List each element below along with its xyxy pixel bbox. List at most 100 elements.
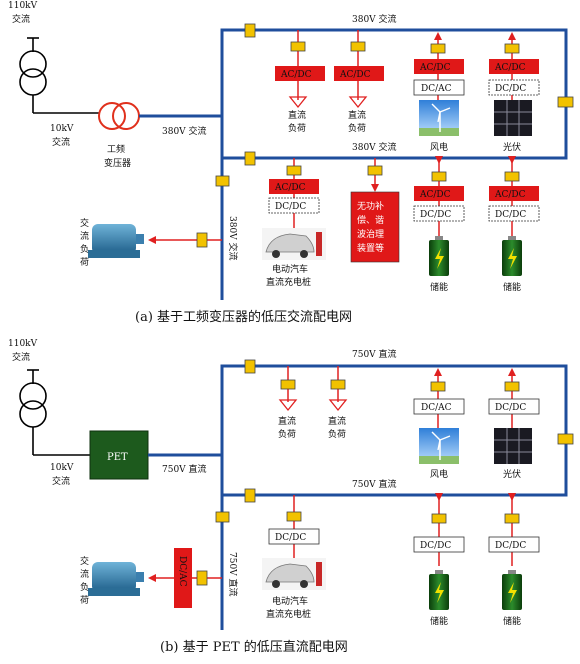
- caption-a: (a) 基于工频变压器的低压交流配电网: [135, 309, 352, 325]
- pet-label: PET: [107, 452, 128, 463]
- bus-top-label-b: 750V 直流: [352, 348, 397, 360]
- wind-label-b: 风电: [430, 468, 448, 480]
- dcdc-label-ev-b: DC/DC: [275, 533, 306, 543]
- wind-feeder-a: AC/DC DC/AC 风电: [413, 32, 465, 153]
- ac-bus-a: [220, 28, 568, 300]
- ev-charger-icon: [262, 228, 326, 260]
- dc-load-label-b1a: 直流: [278, 415, 296, 427]
- battery-icon: [502, 570, 522, 610]
- dcdc-label-st2-a: DC/DC: [495, 210, 526, 220]
- acdc-label-ev-a: AC/DC: [274, 183, 306, 193]
- ac-load-label-b-3: 负: [80, 581, 89, 593]
- acdc-label-1-a: AC/DC: [280, 70, 312, 80]
- solar-panel-icon: [494, 100, 532, 136]
- dc-load-label-b2a: 直流: [328, 415, 346, 427]
- pv-label-b: 光伏: [503, 468, 521, 480]
- src-kv-a-2: 交流: [12, 13, 30, 25]
- src-kv-b-1: 110kV: [8, 339, 38, 349]
- storage-feeder-2-b: DC/DC 储能: [488, 493, 540, 627]
- panel-b: 110kV 交流 10kV 交流 PET 750V 直流 750V 直流 750…: [8, 339, 574, 655]
- reactive-feeder-a: 无功补 偿、谐 波治理 装置等: [350, 158, 400, 263]
- acdc-label-st1-a: AC/DC: [419, 190, 451, 200]
- storage-label-1-b: 储能: [430, 615, 448, 627]
- ev-feeder-b: DC/DC 电动汽车 直流充电桩: [262, 495, 326, 620]
- acdc-label-st2-a: AC/DC: [494, 190, 526, 200]
- pet-box: PET: [89, 430, 149, 480]
- dc-load-label-2a: 直流: [348, 109, 366, 121]
- dcdc-label-pv-a: DC/DC: [495, 84, 526, 94]
- wind-feeder-b: DC/AC 风电: [413, 368, 465, 480]
- reactive-label-2: 偿、谐: [357, 214, 384, 226]
- ac-load-label-a-1: 交: [80, 217, 89, 229]
- ev-feeder-a: AC/DC DC/DC 电动汽车 直流充电桩: [262, 158, 326, 288]
- storage-feeder-2-a: AC/DC DC/DC 储能: [488, 156, 540, 293]
- dcdc-label-st2-b: DC/DC: [495, 541, 526, 551]
- line-frequency-transformer-icon: [98, 102, 140, 130]
- ev-label-b-1: 电动汽车: [272, 595, 308, 607]
- lv-kv-a-2: 交流: [52, 136, 70, 148]
- ac-load-b: DC/AC 交 流 负 荷: [80, 548, 222, 608]
- reactive-label-4: 装置等: [357, 242, 384, 254]
- wind-label-a: 风电: [430, 141, 448, 153]
- dcdc-label-pv-b: DC/DC: [495, 403, 526, 413]
- dc-load-label-2b: 负荷: [348, 122, 366, 134]
- ev-label-b-2: 直流充电桩: [266, 608, 311, 620]
- panel-a: 110kV 交流 10kV 交流 工频 变压器 380V 交流 380V 交流 …: [8, 1, 574, 325]
- storage-feeder-1-a: AC/DC DC/DC 储能: [413, 156, 465, 293]
- ev-label-a-1: 电动汽车: [272, 263, 308, 275]
- wind-turbine-icon: [419, 100, 459, 136]
- src-kv-a-1: 110kV: [8, 1, 38, 11]
- ev-charger-icon: [262, 558, 326, 590]
- bus-vertical-label-a: 380V 交流: [227, 216, 239, 261]
- bus-vertical-label-b: 750V 直流: [227, 552, 239, 597]
- motor-icon: [88, 562, 144, 596]
- ac-load-label-b-1: 交: [80, 555, 89, 567]
- storage-label-2-b: 储能: [503, 615, 521, 627]
- motor-icon: [88, 224, 144, 258]
- dc-load-1-a: AC/DC 直流 负荷: [275, 30, 325, 134]
- battery-icon: [429, 570, 449, 610]
- battery-icon: [502, 236, 522, 276]
- pv-feeder-a: AC/DC DC/DC 光伏: [488, 32, 540, 153]
- ev-label-a-2: 直流充电桩: [266, 276, 311, 288]
- dc-load-label-1b: 负荷: [288, 122, 306, 134]
- storage-label-1-a: 储能: [430, 281, 448, 293]
- lv-kv-a-1: 10kV: [50, 124, 74, 134]
- dcdc-label-st1-b: DC/DC: [420, 541, 451, 551]
- ac-load-label-b-4: 荷: [80, 595, 89, 606]
- battery-icon: [429, 236, 449, 276]
- caption-b: (b) 基于 PET 的低压直流配电网: [160, 639, 348, 655]
- dcac-vertical-box: [174, 548, 192, 608]
- bus-top-label-a: 380V 交流: [352, 13, 397, 25]
- storage-label-2-a: 储能: [503, 281, 521, 293]
- dc-bus-b: [220, 364, 568, 630]
- transformer-label-a-2: 变压器: [104, 157, 131, 169]
- bus-breakers-b: [215, 359, 574, 523]
- storage-feeder-1-b: DC/DC 储能: [413, 493, 465, 627]
- bus-breakers-a: [215, 23, 574, 187]
- lv-kv-b-2: 交流: [52, 475, 70, 487]
- grid-transformer-icon-a: [19, 37, 100, 114]
- dcac-label-wind-b: DC/AC: [421, 403, 452, 413]
- src-kv-b-2: 交流: [12, 351, 30, 363]
- ac-load-label-b-2: 流: [80, 568, 89, 580]
- transformer-label-a-1: 工频: [107, 143, 125, 155]
- dc-load-label-b2b: 负荷: [328, 428, 346, 440]
- grid-transformer-icon-b: [19, 369, 90, 456]
- ac-load-a: 交 流 负 荷: [80, 217, 222, 268]
- dcac-label-wind-a: DC/AC: [421, 84, 452, 94]
- reactive-label-3: 波治理: [357, 228, 384, 240]
- dcdc-label-st1-a: DC/DC: [420, 210, 451, 220]
- dc-load-1-b: 直流 负荷: [278, 366, 298, 440]
- dcdc-label-ev-a: DC/DC: [275, 202, 306, 212]
- bus-mid-label-a: 380V 交流: [352, 141, 397, 153]
- acdc-label-pv-a: AC/DC: [494, 63, 526, 73]
- dc-load-2-a: AC/DC 直流 负荷: [334, 30, 384, 134]
- solar-panel-icon: [494, 428, 532, 464]
- reactive-label-1: 无功补: [357, 200, 384, 212]
- bus-mid-label-b: 750V 直流: [352, 478, 397, 490]
- pv-label-a: 光伏: [503, 141, 521, 153]
- feed-label-a: 380V 交流: [162, 125, 207, 137]
- dc-load-2-b: 直流 负荷: [328, 366, 348, 440]
- feed-label-b: 750V 直流: [162, 463, 207, 475]
